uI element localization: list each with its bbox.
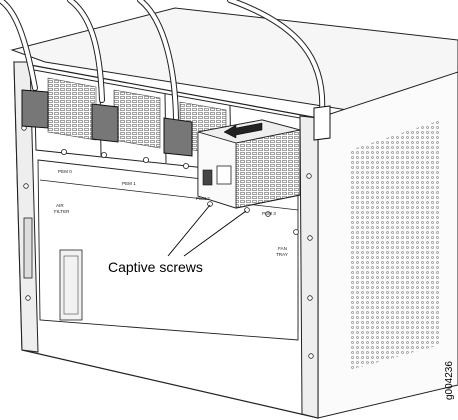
label-fan-tray-line2: TRAY	[276, 252, 288, 257]
callout-leaders	[167, 204, 247, 257]
label-pem1: PEM 1	[122, 181, 136, 186]
pull-direction-arrow	[223, 122, 263, 139]
figure-id: g004236	[444, 361, 455, 400]
left-mounting-flange	[13, 61, 39, 353]
right-mounting-flange	[299, 115, 319, 419]
power-supply-module	[197, 119, 301, 209]
power-cables	[0, 0, 326, 121]
label-fan-tray-line1: FAN	[278, 246, 287, 251]
cable-connectors	[21, 89, 331, 157]
label-air-filter-line2: FILTER	[54, 209, 70, 214]
callout-captive-screws: Captive screws	[108, 259, 203, 275]
label-pem2: PEM 2	[196, 196, 210, 201]
chassis-top	[10, 7, 458, 113]
label-pem3: PEM 3	[262, 211, 276, 216]
label-pem0: PEM 0	[58, 169, 72, 174]
side-vent-grille	[350, 120, 440, 370]
label-air-filter-line1: AIR	[56, 203, 64, 208]
